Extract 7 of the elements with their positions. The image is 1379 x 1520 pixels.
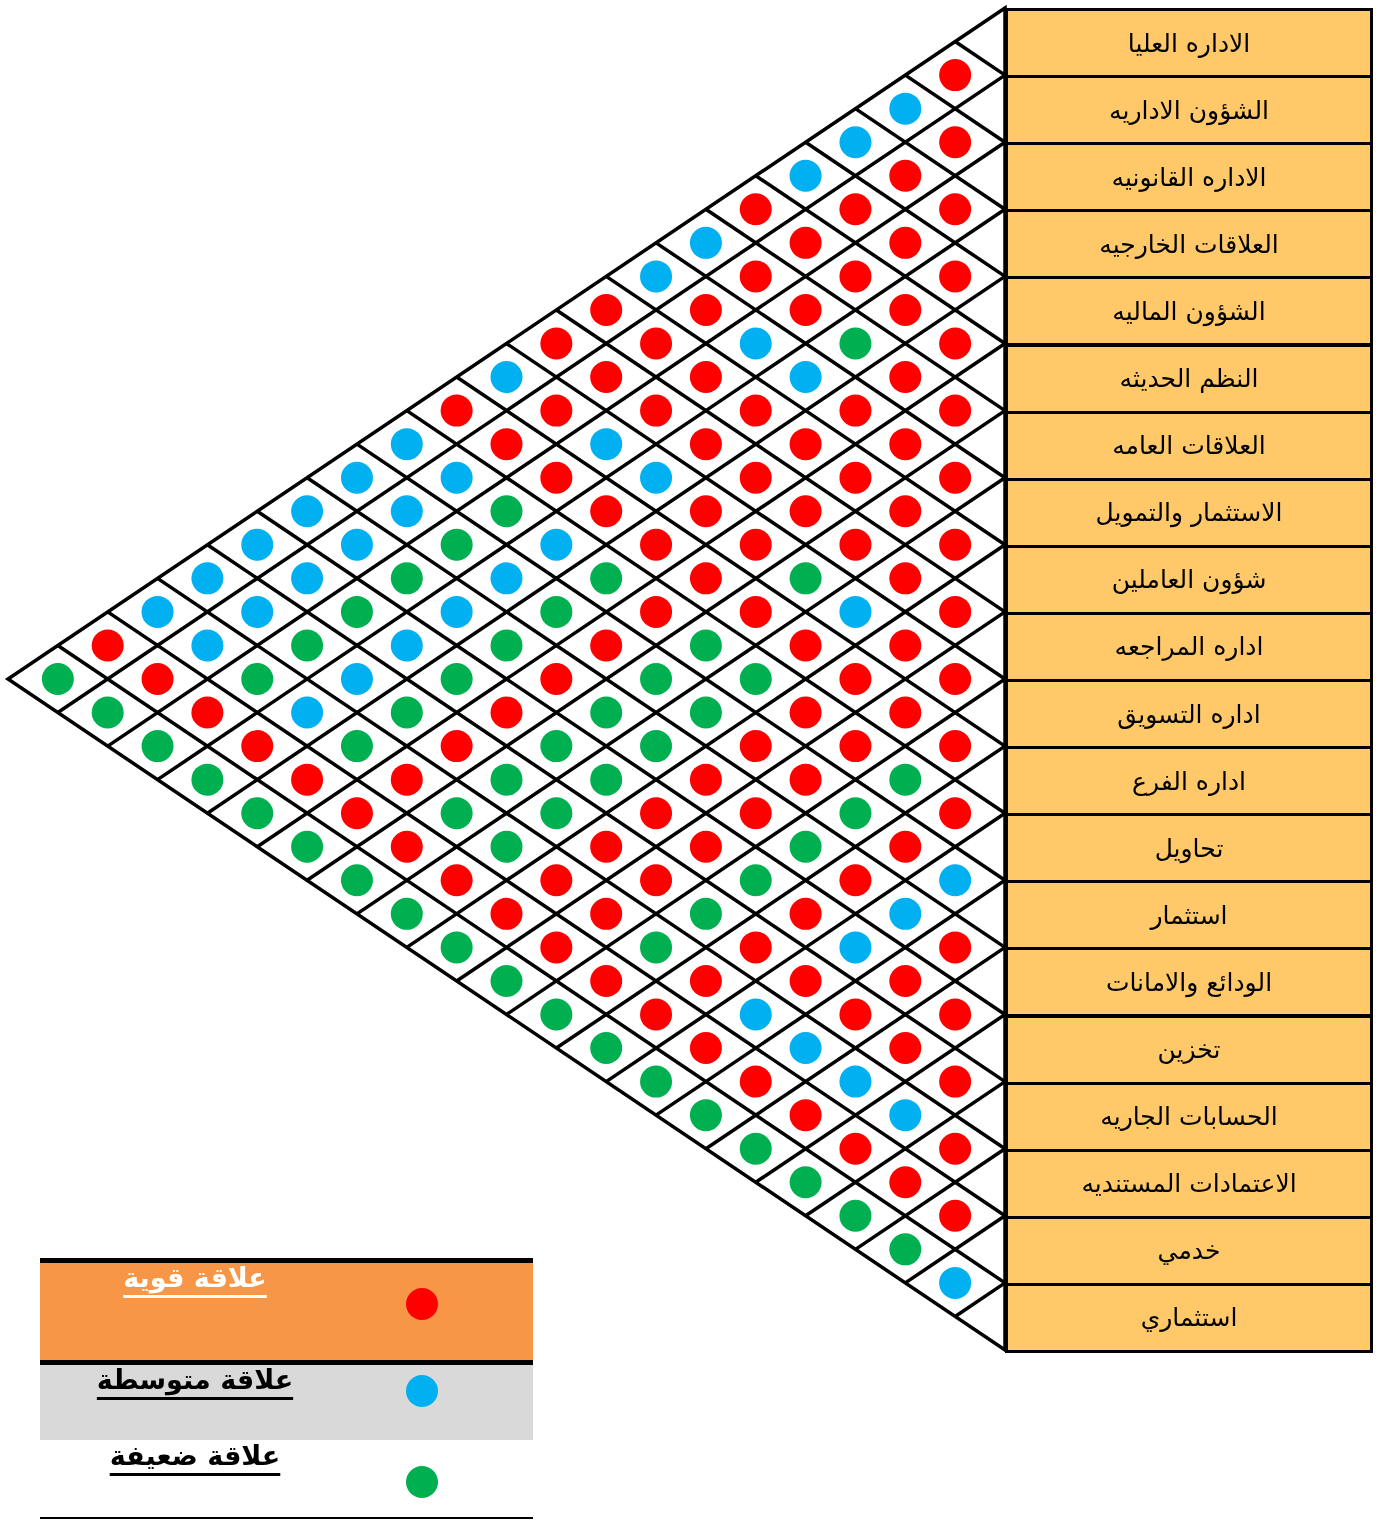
department-box: تخزين: [1005, 1014, 1373, 1085]
legend-label: علاقة قوية: [123, 1262, 267, 1295]
department-box: الودائع والامانات: [1005, 947, 1373, 1018]
department-box: الشؤون الماليه: [1005, 276, 1373, 347]
department-box: النظم الحديثه: [1005, 343, 1373, 414]
legend-label: علاقة متوسطة: [96, 1364, 294, 1397]
legend-label: علاقة ضعيفة: [109, 1440, 281, 1473]
